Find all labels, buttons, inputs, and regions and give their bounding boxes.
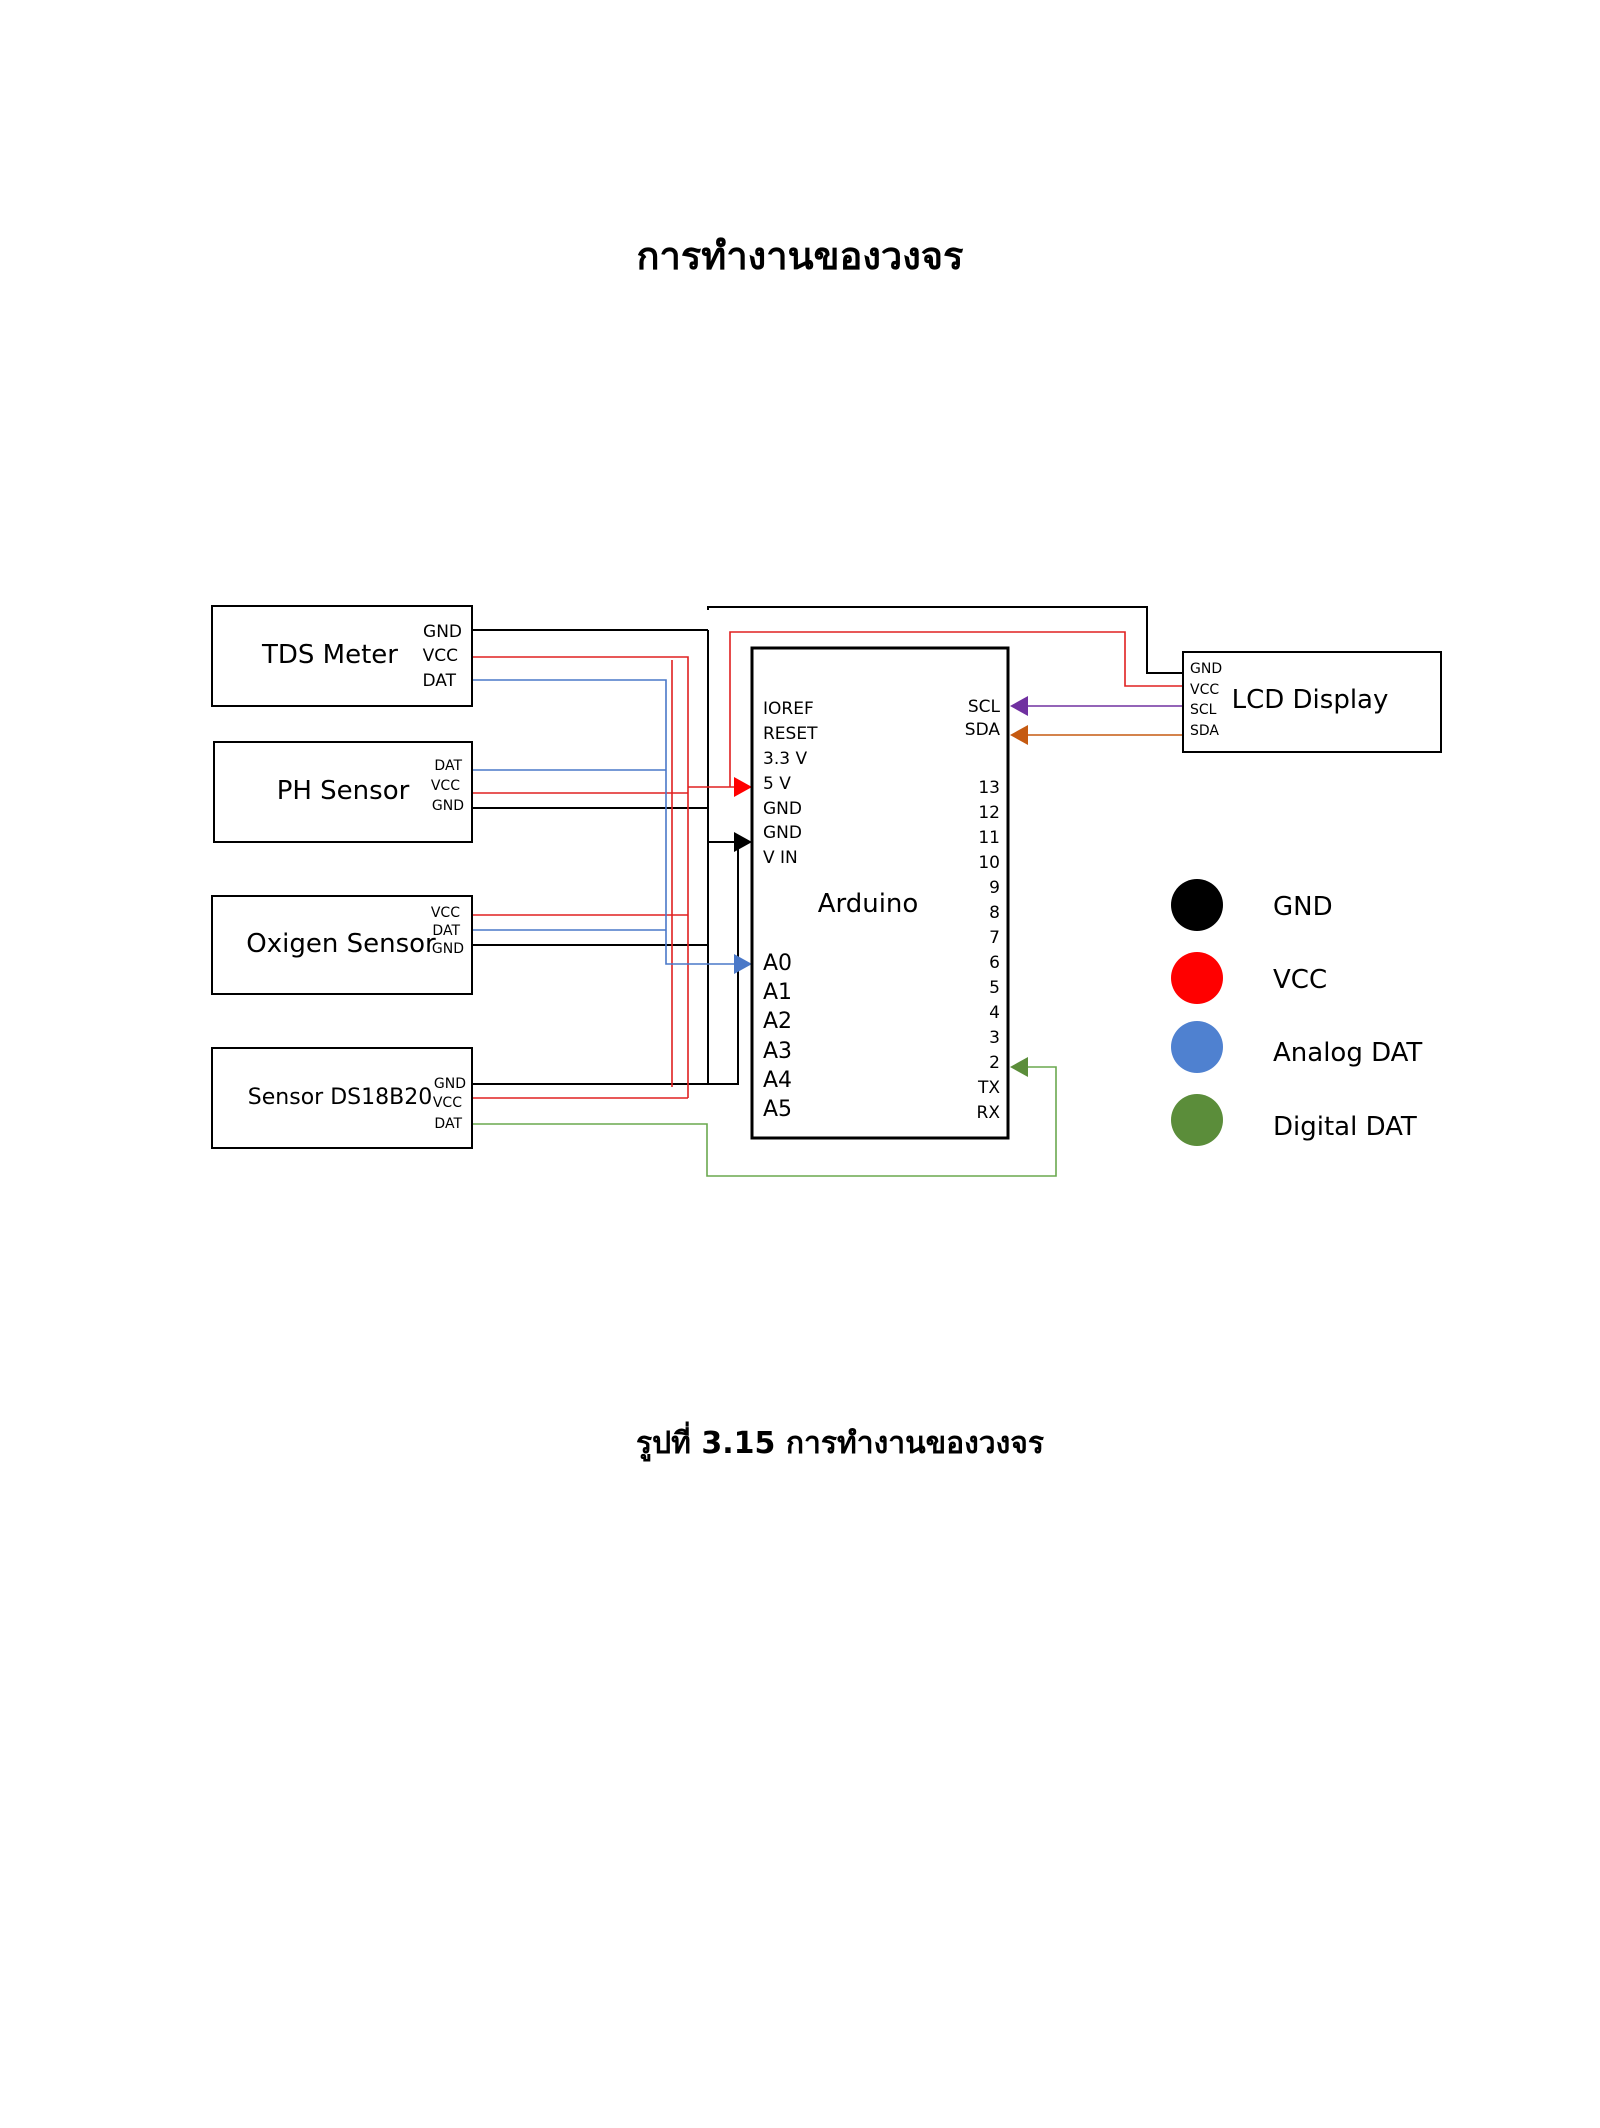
arduino-pin-13: 13: [978, 778, 1000, 798]
arduino-pin-a4: A4: [763, 1068, 792, 1093]
tds-pin-vcc: VCC: [423, 646, 458, 666]
arduino-label: Arduino: [818, 889, 919, 919]
arduino-pin-tx: TX: [977, 1078, 1000, 1098]
tds-meter-label: TDS Meter: [261, 640, 398, 670]
legend-digital-label: Digital DAT: [1273, 1112, 1417, 1142]
ds18b20-sensor-label: Sensor DS18B20: [248, 1085, 432, 1110]
arrow-gnd: [734, 832, 752, 852]
arduino-pin-7: 7: [989, 928, 1000, 948]
ds18b20-pin-vcc: VCC: [433, 1095, 462, 1111]
vcc-wires: [472, 631, 1183, 1099]
arduino-pin-3: 3: [989, 1028, 1000, 1048]
arduino-pin-a2: A2: [763, 1009, 792, 1034]
legend-analog-swatch: [1171, 1021, 1223, 1073]
figure-caption: รูปที่ 3.15 การทำงานของวงจร: [636, 1426, 1044, 1461]
arduino-pin-2: 2: [989, 1053, 1000, 1073]
page-title: การทำงานของวงจร: [636, 234, 964, 278]
legend-vcc-label: VCC: [1273, 965, 1327, 995]
wire-tds-dat: [472, 679, 740, 965]
arduino-pin-gnd: GND: [763, 799, 802, 819]
lcd-display-label: LCD Display: [1232, 685, 1389, 715]
legend-gnd-label: GND: [1273, 892, 1333, 922]
ph-sensor-module: PH Sensor DAT VCC GND: [213, 741, 473, 843]
oxygen-pin-vcc: VCC: [431, 905, 460, 921]
tds-pin-dat: DAT: [423, 671, 457, 691]
arduino-pin-v-in: V IN: [763, 848, 798, 868]
lcd-pin-gnd: GND: [1190, 661, 1222, 677]
ds18b20-pin-gnd: GND: [434, 1076, 466, 1092]
legend-analog-label: Analog DAT: [1273, 1038, 1422, 1068]
arduino-pin-5-v: 5 V: [763, 774, 791, 794]
lcd-pin-scl: SCL: [1190, 702, 1217, 718]
legend-gnd-swatch: [1171, 879, 1223, 931]
ds18b20-pin-dat: DAT: [434, 1116, 462, 1132]
legend-digital-swatch: [1171, 1094, 1223, 1146]
ph-pin-gnd: GND: [432, 798, 464, 814]
legend: GND VCC Analog DAT Digital DAT: [1171, 879, 1422, 1146]
arduino-pin-scl: SCL: [968, 697, 1001, 717]
arduino-pin-rx: RX: [977, 1103, 1001, 1123]
arduino-pin-11: 11: [978, 828, 1000, 848]
arrow-pin2: [1010, 1057, 1028, 1077]
ph-pin-vcc: VCC: [431, 778, 460, 794]
arrow-5v: [734, 777, 752, 797]
wire-tds-vcc: [472, 656, 689, 1098]
tds-meter-module: TDS Meter GND VCC DAT: [211, 605, 473, 707]
arduino-pin-4: 4: [989, 1003, 1000, 1023]
arduino-board: Arduino IOREF RESET 3.3 V 5 V GND GND V IN A0A1…: [750, 646, 1010, 1140]
arduino-pin-gnd: GND: [763, 823, 802, 843]
oxygen-pin-dat: DAT: [432, 923, 460, 939]
arduino-pin-a5: A5: [763, 1097, 792, 1122]
ds18b20-sensor-module: Sensor DS18B20 GND VCC DAT: [211, 1047, 473, 1149]
arduino-pin-10: 10: [978, 853, 1000, 873]
oxygen-sensor-label: Oxigen Sensor: [246, 929, 436, 959]
wire-gnd-bus-right: [708, 841, 739, 1085]
wire-lcd-vcc: [729, 631, 1183, 787]
legend-vcc-swatch: [1171, 952, 1223, 1004]
ph-sensor-label: PH Sensor: [277, 776, 410, 806]
arrow-scl: [1010, 696, 1028, 716]
lcd-display-module: LCD Display GND VCC SCL SDA: [1182, 651, 1442, 753]
lcd-pin-sda: SDA: [1190, 723, 1219, 739]
arduino-pin-a3: A3: [763, 1039, 792, 1064]
arrow-a0: [734, 954, 752, 974]
arduino-pin-9: 9: [989, 878, 1000, 898]
arduino-pin-8: 8: [989, 903, 1000, 923]
ph-pin-dat: DAT: [434, 758, 462, 774]
wire-lcd-gnd: [707, 606, 1183, 674]
oxygen-pin-gnd: GND: [432, 941, 464, 957]
wire-ds18b20-dat: [472, 1066, 1057, 1177]
oxygen-sensor-module: Oxigen Sensor VCC DAT GND: [211, 895, 473, 995]
arduino-pin-a0: A0: [763, 951, 792, 976]
arduino-pin-3-3-v: 3.3 V: [763, 749, 807, 769]
analog-wires: [472, 679, 740, 965]
lcd-pin-vcc: VCC: [1190, 682, 1219, 698]
arduino-right-pins: SCL SDA 13 12 11 10 9 8 7 6 5 4 3 2TX RX: [965, 697, 1001, 1123]
tds-pin-gnd: GND: [423, 622, 462, 642]
arduino-pin-5: 5: [989, 978, 1000, 998]
arduino-pin-reset: RESET: [763, 724, 818, 744]
arrow-sda: [1010, 725, 1028, 745]
arduino-pin-12: 12: [978, 803, 1000, 823]
arduino-pin-6: 6: [989, 953, 1000, 973]
arduino-pin-ioref: IOREF: [763, 699, 814, 719]
arduino-pin-sda: SDA: [965, 720, 1001, 740]
arduino-pin-a1: A1: [763, 980, 792, 1005]
